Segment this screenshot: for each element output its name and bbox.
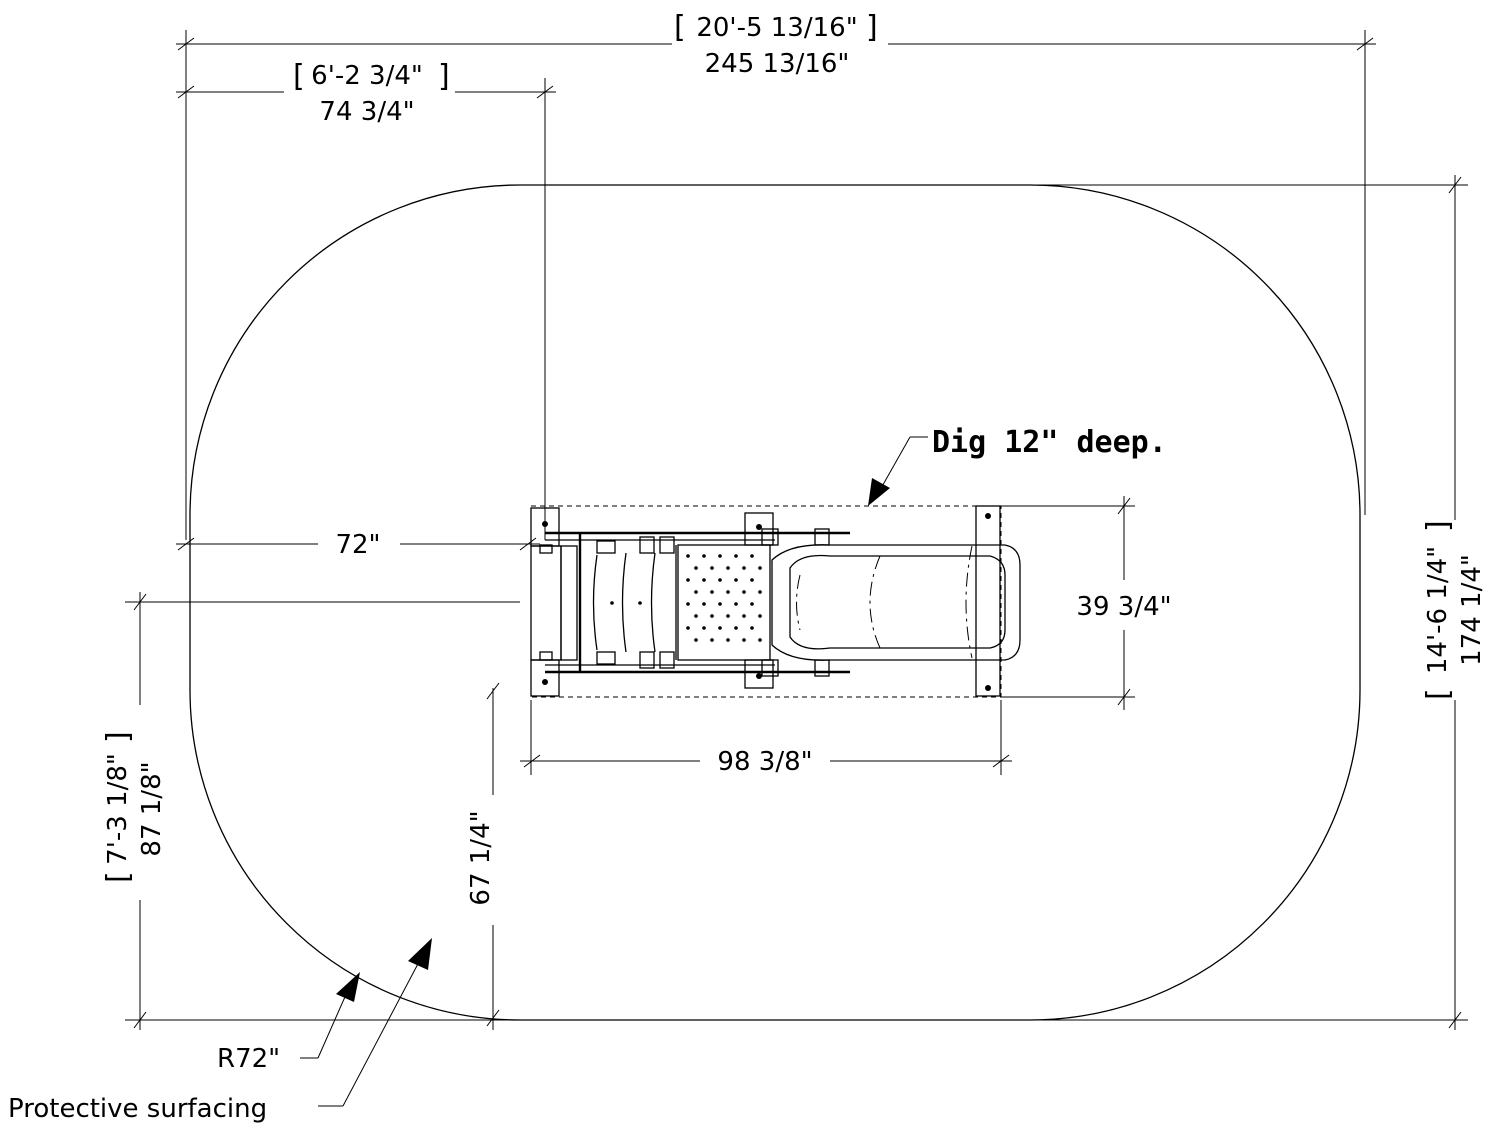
svg-text:[: [	[293, 59, 305, 94]
radius-label: R72"	[217, 1044, 280, 1074]
equipment-length-label: 98 3/8"	[717, 747, 812, 777]
svg-text:[: [	[674, 10, 686, 45]
deck-perforations	[610, 554, 762, 642]
svg-text:]: ]	[1421, 520, 1456, 532]
front-clearance-dimension: 67 1/4"	[466, 682, 500, 1030]
side-offset-dimension: [ ] 7'-3 1/8" 87 1/8"	[101, 592, 520, 1030]
svg-text:[: [	[1421, 688, 1456, 700]
clearance-72-label: 72"	[335, 530, 380, 560]
equipment-length-dimension: 98 3/8"	[520, 700, 1012, 777]
slide-chute	[771, 544, 1021, 661]
surfacing-label: Protective surfacing	[8, 1094, 267, 1124]
svg-text:]: ]	[438, 59, 450, 94]
left-offset-dimension: [ ] 6'-2 3/4" 74 3/4"	[176, 59, 556, 540]
overall-width-ftin: 20'-5 13/16"	[696, 13, 857, 43]
svg-text:]: ]	[866, 10, 878, 45]
side-offset-ftin: 7'-3 1/8"	[103, 753, 133, 865]
front-clearance-label: 67 1/4"	[466, 810, 496, 905]
left-offset-ftin: 6'-2 3/4"	[311, 61, 423, 91]
svg-text:]: ]	[101, 731, 136, 743]
overall-width-dimension: [ ] 20'-5 13/16" 245 13/16"	[176, 10, 1376, 540]
overall-depth-in: 174 1/4"	[1457, 554, 1487, 666]
equipment-width-label: 39 3/4"	[1076, 592, 1171, 622]
dig-area-outline	[530, 505, 1002, 698]
clearance-72-dimension: 72"	[176, 530, 540, 560]
radius-note: R72"	[217, 972, 360, 1074]
equipment-width-dimension: 39 3/4"	[1000, 496, 1172, 710]
dig-depth-label: Dig 12" deep.	[932, 425, 1167, 460]
equipment-footprint	[530, 505, 1021, 698]
overall-depth-ftin: 14'-6 1/4"	[1423, 546, 1453, 674]
overall-width-in: 245 13/16"	[705, 49, 850, 79]
svg-text:[: [	[101, 871, 136, 883]
side-offset-in: 87 1/8"	[137, 761, 167, 856]
dig-depth-note: Dig 12" deep.	[868, 425, 1167, 506]
surfacing-note: Protective surfacing	[8, 938, 432, 1124]
overall-depth-dimension: [ ] 14'-6 1/4" 174 1/4"	[1030, 175, 1487, 1030]
left-offset-in: 74 3/4"	[319, 97, 414, 127]
